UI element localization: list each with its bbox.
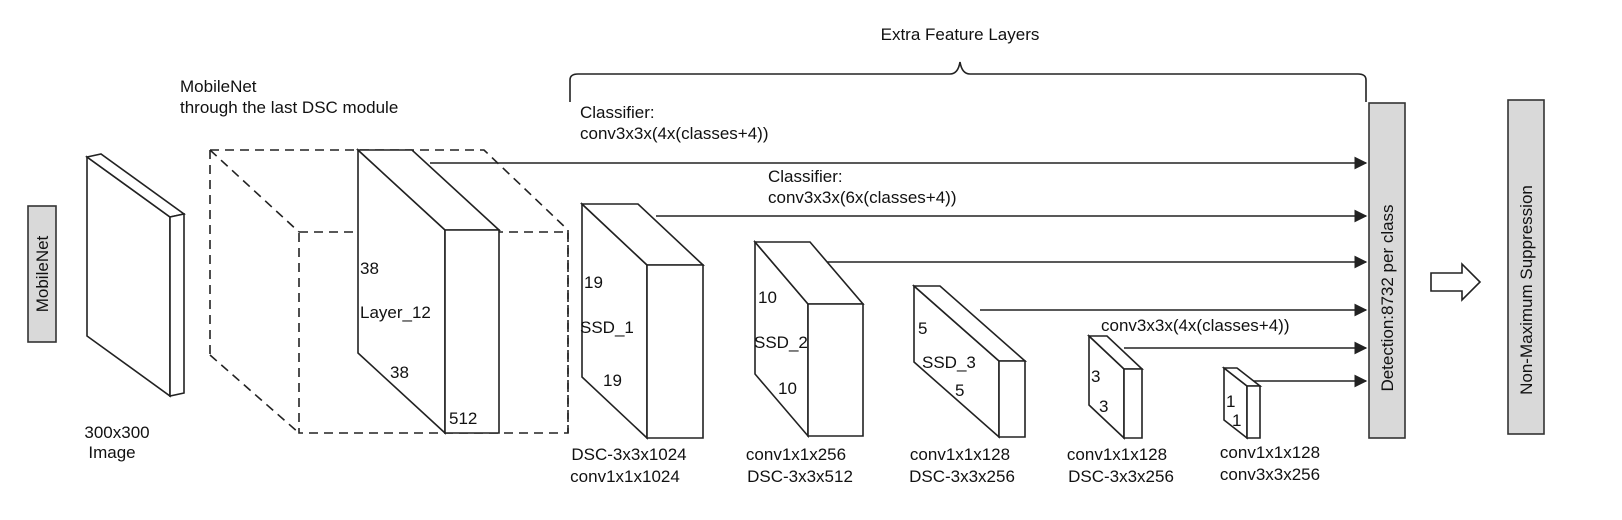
block4-top-label: 3 — [1091, 367, 1100, 386]
ssd1-block — [579, 202, 706, 440]
diagram-title: Extra Feature Layers — [881, 25, 1040, 44]
block4-caption-2: DSC-3x3x256 — [1068, 467, 1174, 486]
classifier-2-formula: conv3x3x(6x(classes+4)) — [768, 188, 957, 207]
layer12-height-label: 38 — [360, 259, 379, 278]
block4-caption-1: conv1x1x128 — [1067, 445, 1167, 464]
nms-box: Non-Maximum Suppression — [1507, 99, 1545, 435]
classifier-2-title: Classifier: — [768, 167, 843, 186]
detection-label: Detection:8732 per class — [1378, 204, 1397, 391]
nms-label: Non-Maximum Suppression — [1517, 185, 1536, 395]
mobilenet-dashed-cube — [209, 149, 569, 434]
hollow-arrow-icon — [1430, 262, 1482, 302]
ssd2-top-label: 10 — [758, 288, 777, 307]
classifier-3-formula: conv3x3x(4x(classes+4)) — [1101, 316, 1290, 335]
extra-layers-brace — [569, 61, 1367, 102]
block5-caption-1: conv1x1x128 — [1220, 443, 1320, 462]
ssd2-bottom-label: 10 — [778, 379, 797, 398]
classifier-1-formula: conv3x3x(4x(classes+4)) — [580, 124, 769, 143]
input-label-size: 300x300 — [84, 423, 149, 442]
mobilenet-box: MobileNet — [27, 205, 57, 343]
layer12-depth-label: 512 — [449, 409, 477, 428]
ssd3-caption-2: DSC-3x3x256 — [909, 467, 1015, 486]
ssd3-top-label: 5 — [918, 319, 927, 338]
block5-top-label: 1 — [1226, 392, 1235, 411]
block5-bottom-label: 1 — [1232, 411, 1241, 430]
ssd2-caption-1: conv1x1x256 — [746, 445, 846, 464]
mobilenet-box-label: MobileNet — [33, 235, 52, 312]
mobilenet-caption-2: through the last DSC module — [180, 98, 398, 117]
block4-bottom-label: 3 — [1099, 397, 1108, 416]
ssd3-bottom-label: 5 — [955, 381, 964, 400]
ssd3-caption-1: conv1x1x128 — [910, 445, 1010, 464]
detection-box: Detection:8732 per class — [1368, 102, 1406, 439]
layer12-width-label: 38 — [390, 363, 409, 382]
block5 — [1221, 366, 1263, 440]
block5-caption-2: conv3x3x256 — [1220, 465, 1320, 484]
mobilenet-caption-1: MobileNet — [180, 77, 257, 96]
classifier-1-title: Classifier: — [580, 103, 655, 122]
layer12-name-label: Layer_12 — [360, 303, 431, 322]
ssd1-caption-2: conv1x1x1024 — [570, 467, 680, 486]
ssd1-top-label: 19 — [584, 273, 603, 292]
ssd1-caption-1: DSC-3x3x1024 — [571, 445, 686, 464]
ssd2-caption-2: DSC-3x3x512 — [747, 467, 853, 486]
ssd3-name-label: SSD_3 — [922, 353, 976, 372]
ssd3-block — [911, 284, 1028, 439]
ssd1-name-label: SSD_1 — [580, 318, 634, 337]
input-image-plate — [85, 153, 186, 398]
block4 — [1086, 334, 1145, 440]
ssd1-bottom-label: 19 — [603, 371, 622, 390]
ssd2-block — [753, 239, 865, 439]
layer12-block — [355, 148, 502, 435]
input-label-image: Image — [88, 443, 135, 462]
ssd2-name-label: SSD_2 — [754, 333, 808, 352]
